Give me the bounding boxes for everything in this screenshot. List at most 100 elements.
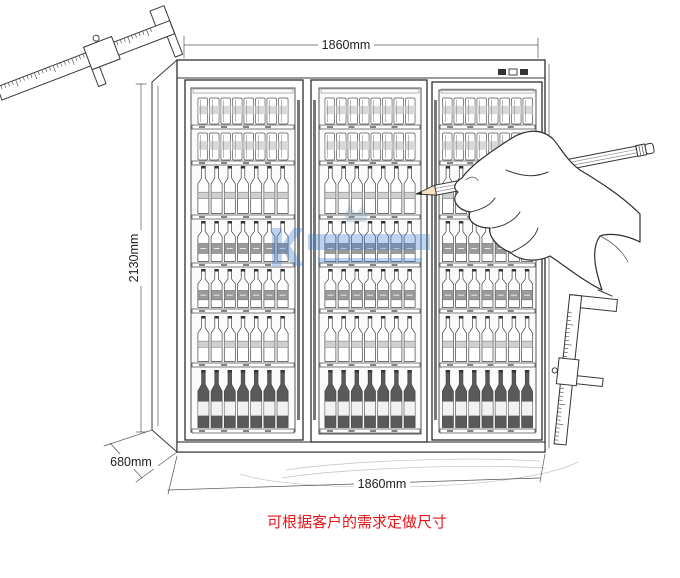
can bbox=[488, 97, 499, 125]
caliper-tick bbox=[48, 66, 51, 71]
bottle bbox=[403, 166, 416, 214]
bottle bbox=[263, 316, 276, 362]
beer-bottle bbox=[364, 370, 376, 428]
door-handle bbox=[297, 100, 300, 420]
bottle bbox=[197, 166, 210, 214]
bottle bbox=[237, 166, 249, 214]
can bbox=[382, 97, 393, 125]
can bbox=[453, 97, 464, 125]
bottle bbox=[403, 221, 416, 262]
bottle bbox=[377, 316, 390, 362]
shelf-price-strip bbox=[319, 214, 421, 220]
can bbox=[209, 97, 220, 125]
can bbox=[359, 132, 370, 161]
caliper-tick bbox=[4, 83, 7, 88]
can bbox=[278, 132, 289, 161]
can bbox=[324, 132, 335, 161]
bottle bbox=[250, 221, 263, 262]
beer-bottle bbox=[210, 370, 223, 428]
bottle bbox=[377, 221, 390, 262]
bottle bbox=[364, 316, 376, 362]
bottle bbox=[350, 166, 363, 214]
bottle bbox=[364, 269, 376, 308]
dimension-label-height: 2130mm bbox=[127, 234, 141, 283]
beer-bottle bbox=[481, 370, 494, 428]
bottle bbox=[364, 221, 376, 262]
can bbox=[197, 132, 208, 161]
caliper-tick bbox=[564, 343, 572, 346]
beer-bottle bbox=[237, 370, 249, 428]
shelf-price-strip bbox=[439, 308, 536, 314]
caliper-tick bbox=[119, 39, 122, 44]
bottle bbox=[263, 166, 276, 214]
bottle bbox=[223, 316, 236, 362]
dimension-depth: 680mm bbox=[103, 429, 178, 483]
bottle bbox=[237, 221, 249, 262]
bottle bbox=[390, 269, 403, 308]
beer-bottle bbox=[377, 370, 390, 428]
vernier-caliper-icon bbox=[0, 5, 184, 101]
caliper-tick bbox=[7, 82, 10, 87]
brand-watermark-logo bbox=[272, 206, 430, 266]
bottle bbox=[494, 316, 507, 362]
door-handle bbox=[434, 100, 437, 420]
caliper-tick bbox=[56, 63, 59, 68]
caliper-tick bbox=[142, 30, 145, 35]
can bbox=[453, 132, 464, 161]
caliper-tick bbox=[138, 32, 141, 37]
bottle bbox=[197, 316, 210, 362]
bottle bbox=[350, 316, 363, 362]
bottle bbox=[508, 316, 520, 362]
can bbox=[382, 132, 393, 161]
caliper-tick bbox=[146, 29, 150, 37]
bottle bbox=[403, 269, 416, 308]
can bbox=[511, 97, 522, 125]
bottle bbox=[390, 221, 403, 262]
bottle bbox=[324, 269, 337, 308]
shelf-price-strip bbox=[191, 160, 295, 166]
bottle bbox=[237, 316, 249, 362]
can bbox=[266, 97, 277, 125]
dimension-top-width: 1860mm bbox=[183, 35, 539, 59]
caliper-tick bbox=[19, 78, 22, 83]
beer-bottle bbox=[250, 370, 263, 428]
can bbox=[522, 97, 533, 125]
beer-bottle bbox=[350, 370, 363, 428]
can bbox=[476, 97, 487, 125]
shelf-price-strip bbox=[191, 214, 295, 220]
bottle bbox=[324, 166, 337, 214]
bottle bbox=[494, 269, 507, 308]
header-badge-icon bbox=[498, 68, 528, 76]
custom-size-caption: 可根据客户的需求定做尺寸 bbox=[267, 513, 447, 531]
can bbox=[347, 132, 358, 161]
caliper-tick bbox=[556, 423, 564, 425]
caliper-tick bbox=[134, 33, 137, 38]
shelf-price-strip bbox=[319, 362, 421, 368]
bottle bbox=[250, 166, 263, 214]
bottle bbox=[455, 316, 467, 362]
shelf-price-strip bbox=[439, 428, 536, 434]
bottle bbox=[210, 221, 223, 262]
shelf-price-strip bbox=[191, 308, 295, 314]
top-light-panel bbox=[320, 88, 420, 94]
shelf-price-strip bbox=[439, 124, 536, 130]
bottle bbox=[377, 166, 390, 214]
bottle bbox=[210, 166, 223, 214]
beer-bottle bbox=[276, 370, 289, 428]
bottle bbox=[276, 269, 289, 308]
bottle bbox=[455, 269, 467, 308]
caliper-tick bbox=[60, 62, 63, 67]
bottle bbox=[324, 316, 337, 362]
caliper-tick bbox=[45, 68, 48, 73]
can bbox=[266, 132, 277, 161]
can bbox=[442, 132, 453, 161]
can bbox=[255, 97, 266, 125]
bottle bbox=[390, 166, 403, 214]
bottle bbox=[250, 269, 263, 308]
bottle bbox=[337, 166, 350, 214]
bottle bbox=[223, 269, 236, 308]
can bbox=[232, 132, 243, 161]
shelf-price-strip bbox=[439, 262, 536, 268]
can bbox=[243, 97, 254, 125]
